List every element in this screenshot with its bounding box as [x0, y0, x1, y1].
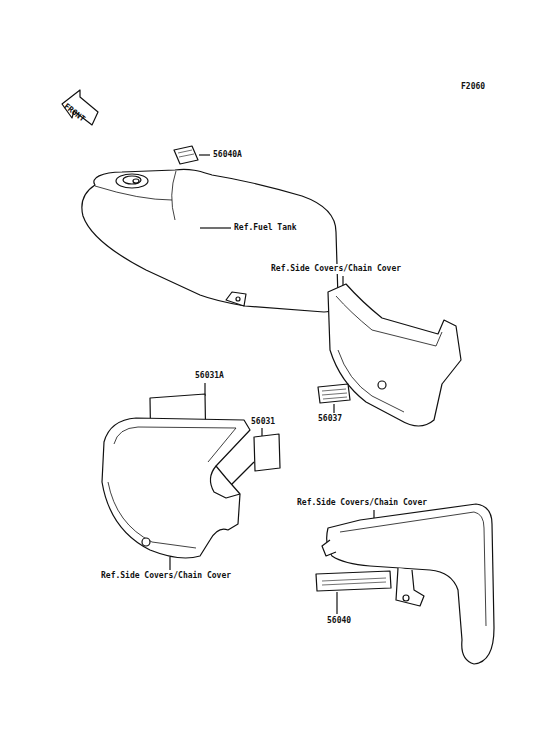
decal — [318, 384, 350, 403]
tank-bracket — [226, 292, 246, 306]
side-cover-left — [102, 418, 250, 558]
chain-cover-bracket — [322, 540, 336, 556]
leader-line — [199, 154, 210, 155]
side-cover-detail — [336, 296, 442, 412]
leader-line — [169, 557, 170, 570]
leader-line — [333, 404, 334, 413]
part-number: 56037 — [317, 414, 343, 424]
filler-cap — [123, 176, 141, 184]
reference-label: Ref.Side Covers/Chain Cover — [270, 264, 402, 274]
leader-line — [336, 592, 337, 614]
filler-cap — [116, 174, 148, 188]
reference-label: Ref.Side Covers/Chain Cover — [100, 571, 232, 581]
decal-lines — [322, 578, 386, 585]
fuel-tank-detail — [95, 171, 176, 220]
front-mark: FRONT — [61, 101, 88, 125]
decal-lines — [178, 150, 194, 157]
decal — [316, 571, 391, 591]
part-number: 56031 — [250, 417, 276, 427]
cover-hole — [403, 595, 409, 601]
part-number: 56040 — [326, 616, 352, 626]
cover-grommet — [378, 381, 386, 389]
figure-code: F2060 — [460, 82, 486, 92]
part-number: 56040A — [212, 150, 243, 160]
fuel-tank — [82, 169, 338, 312]
filler-cap — [133, 179, 139, 183]
reference-label: Ref.Side Covers/Chain Cover — [296, 498, 428, 508]
cover-notch — [210, 466, 240, 498]
part-number: 56031A — [194, 371, 225, 381]
chain-cover-bracket — [396, 568, 424, 606]
decal — [254, 434, 280, 471]
chain-cover-detail — [340, 512, 486, 626]
cover-grommet — [142, 538, 150, 546]
leader-line — [200, 227, 231, 228]
decal-lines — [322, 389, 347, 399]
tank-hole — [236, 297, 240, 301]
side-cover-detail — [108, 427, 236, 548]
side-cover-right — [328, 284, 461, 426]
reference-label: Ref.Fuel Tank — [233, 223, 298, 233]
leader-line — [261, 428, 262, 436]
decal — [174, 146, 198, 164]
